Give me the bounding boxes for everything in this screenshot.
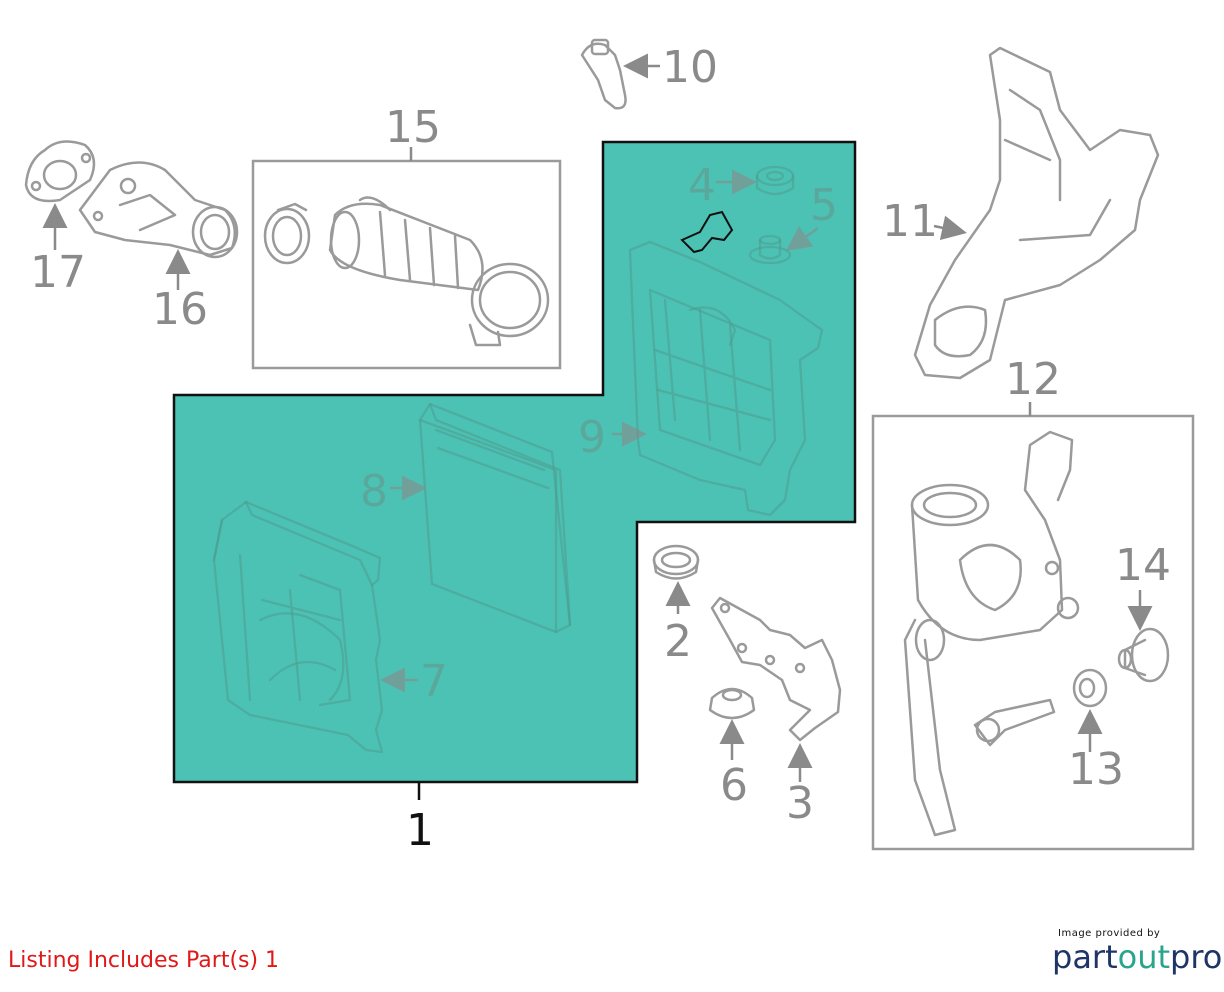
callout-15: 15	[385, 102, 441, 153]
callout-16: 16	[152, 284, 208, 335]
callout-12: 12	[1005, 354, 1061, 405]
brand-name: partoutpro	[1052, 938, 1223, 976]
part-15-group[interactable]: 15	[251, 102, 562, 370]
part-5-pin	[748, 234, 792, 265]
part-15-hose	[263, 196, 550, 347]
callout-1: 1	[406, 805, 434, 856]
part-10-sensor[interactable]: 10	[580, 38, 718, 110]
part-12-box	[871, 414, 1195, 851]
part-14-pin: 14	[1115, 540, 1171, 683]
listing-note: Listing Includes Part(s) 1	[8, 948, 280, 973]
callout-6: 6	[720, 760, 748, 811]
part-17-gasket[interactable]: 17	[24, 140, 96, 298]
callout-2: 2	[664, 616, 692, 667]
callout-4: 4	[688, 160, 716, 211]
part-12-bolt	[973, 698, 1056, 747]
highlighted-assembly-1[interactable]: 7 8 9 4	[172, 140, 857, 856]
brand-caption: Image provided by	[1058, 928, 1161, 939]
callout-9: 9	[578, 412, 606, 463]
part-12-resonator	[903, 430, 1080, 837]
part-16-adapter[interactable]: 16	[78, 161, 239, 336]
arrow-5	[785, 226, 819, 251]
part-8-air-filter	[418, 402, 572, 634]
part-9-air-box-upper	[628, 240, 824, 517]
brand-logo: Image provided by partoutpro	[1052, 928, 1223, 976]
part-2-grommet[interactable]: 2	[652, 544, 700, 667]
callout-17: 17	[30, 247, 86, 298]
callout-8: 8	[360, 466, 388, 517]
part-6-nut[interactable]: 6	[708, 687, 756, 811]
part-4-grommet	[755, 165, 795, 196]
callout-11: 11	[882, 196, 938, 247]
part-3-bracket[interactable]: 3	[710, 596, 842, 829]
callout-3: 3	[786, 778, 814, 829]
part-12-group[interactable]: 12 13 14	[871, 354, 1195, 851]
part-13-grommet: 13	[1068, 668, 1124, 795]
callout-13: 13	[1068, 744, 1124, 795]
callout-14: 14	[1115, 540, 1171, 591]
callout-5: 5	[810, 180, 838, 231]
part-7-air-box-lower	[212, 500, 384, 754]
part-11-intake-duct[interactable]: 11	[882, 46, 1160, 380]
part-15-box	[251, 159, 562, 370]
part-clip	[680, 210, 734, 254]
highlight-region	[172, 140, 857, 784]
callout-7: 7	[420, 656, 448, 707]
callout-10: 10	[662, 42, 718, 93]
